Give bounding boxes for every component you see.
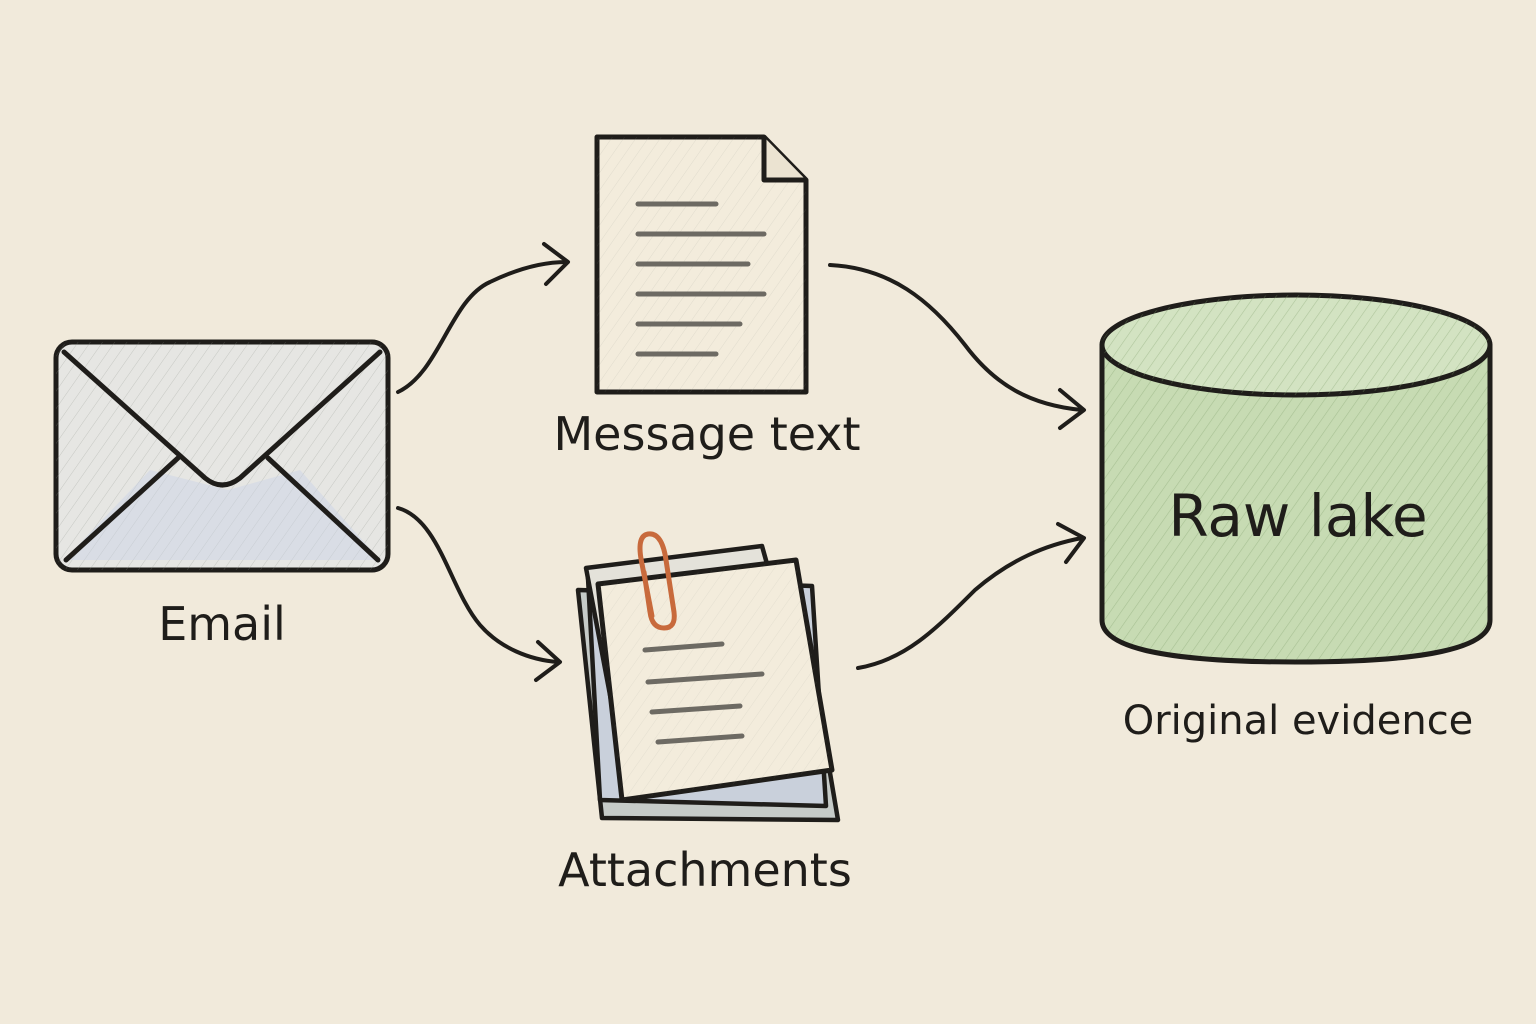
edge-email-to-message-text [396,242,570,394]
paperclip-icon [637,531,677,631]
email-node: Email [53,339,391,651]
document-icon [594,134,809,395]
edge-email-to-attachments [396,506,562,682]
raw-lake-caption: Original evidence [1123,698,1474,744]
paperclip-documents-icon [575,531,841,823]
edge-message-text-to-raw-lake [828,263,1086,430]
message-text-label: Message text [553,407,860,461]
attachments-label: Attachments [558,843,852,897]
message-text-node: Message text [553,134,861,461]
attachment-text-lines [642,641,765,745]
edge-attachments-to-raw-lake [856,522,1086,670]
attachments-node: Attachments [558,531,852,897]
raw-lake-label: Raw lake [1168,482,1427,550]
raw-lake-node: Raw lake Original evidence [1099,292,1493,744]
envelope-icon [53,339,391,573]
database-cylinder-icon [1099,292,1493,665]
email-label: Email [158,597,286,651]
text-lines [635,201,767,357]
